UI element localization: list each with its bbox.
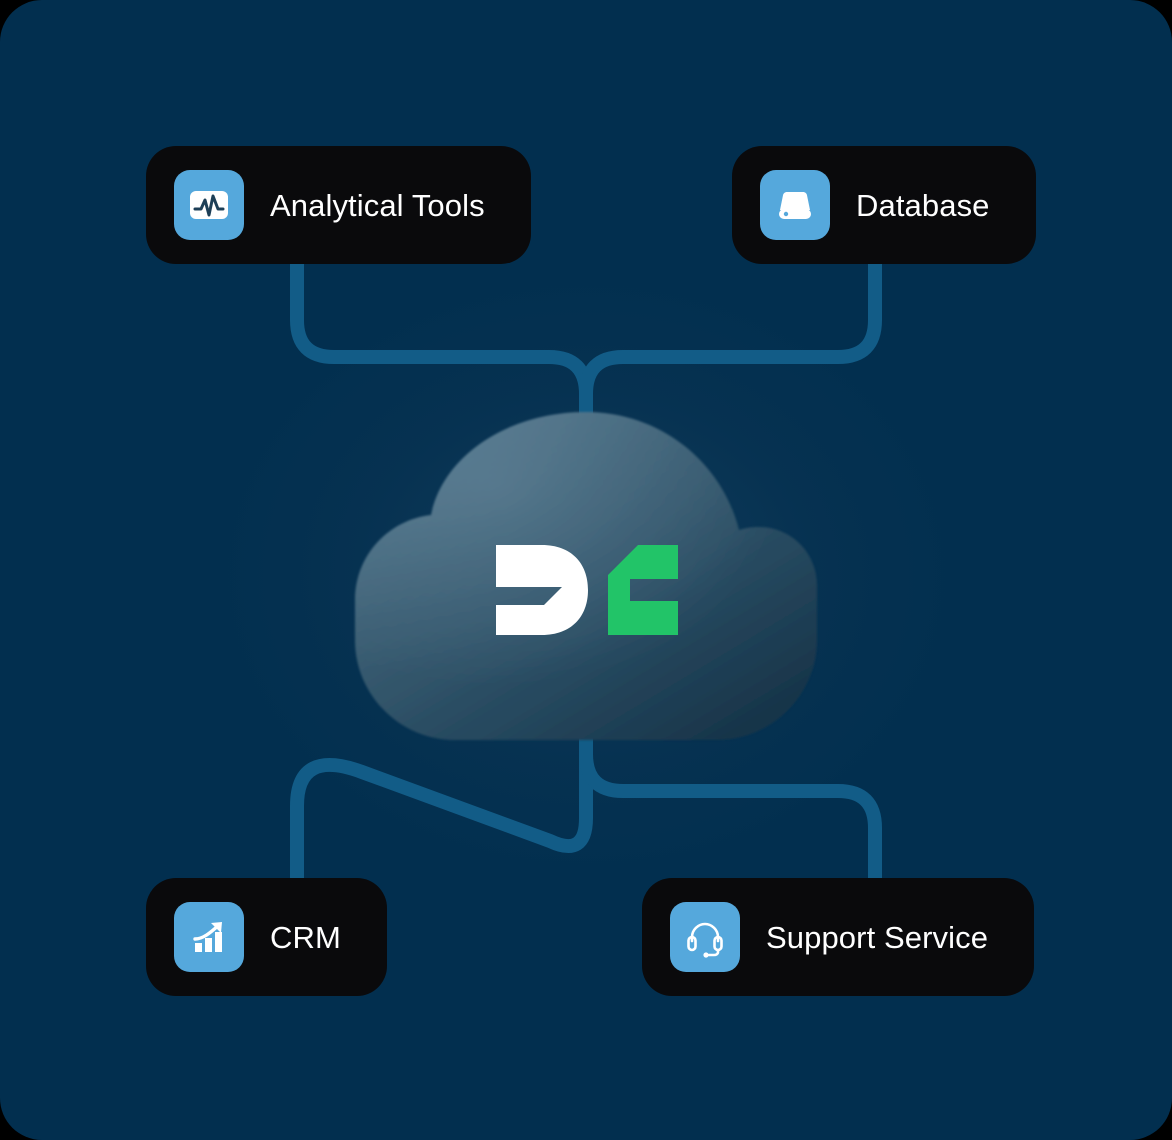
database-drive-icon-tile <box>760 170 830 240</box>
node-analytical-tools[interactable]: Analytical Tools <box>146 146 531 264</box>
bar-chart-growth-icon <box>193 922 222 952</box>
node-label-database: Database <box>856 187 990 223</box>
logo-letter-d <box>496 545 588 635</box>
node-support-service[interactable]: Support Service <box>642 878 1035 996</box>
brand-logo <box>496 545 678 635</box>
headset-icon-tile <box>670 902 740 972</box>
analytics-pulse-icon-tile <box>174 170 244 240</box>
node-database[interactable]: Database <box>732 146 1036 264</box>
analytics-pulse-icon <box>190 191 228 219</box>
connector-cloud-to-crm <box>290 735 593 878</box>
logo-letter-z <box>608 545 678 635</box>
connector-cloud-to-support <box>579 735 882 878</box>
node-crm[interactable]: CRM <box>146 878 387 996</box>
bar-chart-growth-icon-tile <box>174 902 244 972</box>
node-label-support-service: Support Service <box>766 919 989 955</box>
node-label-analytical-tools: Analytical Tools <box>270 187 485 223</box>
node-label-crm: CRM <box>270 919 341 955</box>
connector-database-to-cloud <box>579 264 882 416</box>
database-drive-icon <box>779 192 811 219</box>
headset-icon <box>687 922 723 958</box>
